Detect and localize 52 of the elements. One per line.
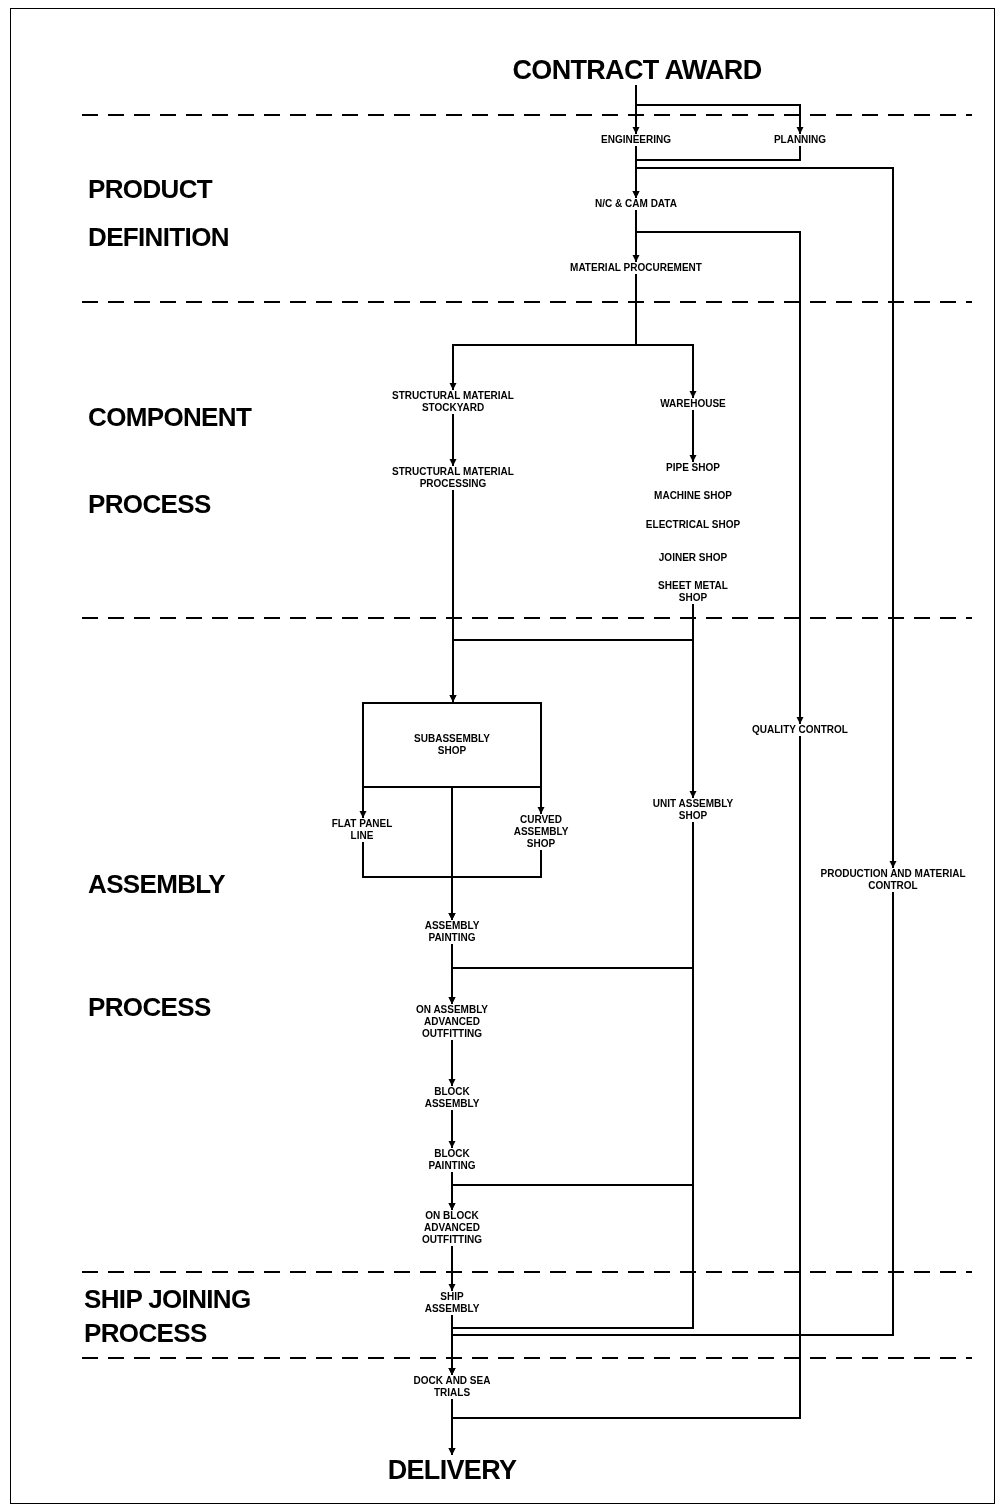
process-label: ON BLOCK ADVANCED OUTFITTING — [404, 1210, 500, 1246]
process-label: SHEET METAL SHOP — [648, 580, 738, 604]
process-label: SHIP ASSEMBLY — [414, 1291, 490, 1315]
flow-arrow — [448, 849, 542, 921]
process-label: ELECTRICAL SHOP — [628, 519, 758, 531]
process-label: STRUCTURAL MATERIAL STOCKYARD — [378, 390, 528, 414]
process-label: DOCK AND SEA TRIALS — [412, 1375, 492, 1399]
flow-arrow — [689, 603, 697, 799]
phase-label: PRODUCT DEFINITION — [88, 173, 230, 254]
process-label: JOINER SHOP — [643, 552, 743, 564]
process-box — [362, 702, 542, 788]
phase-label: PROCESS — [88, 488, 212, 521]
phase-label: COMPONENT — [88, 401, 253, 434]
flow-arrow — [448, 1039, 456, 1087]
process-label: CURVED ASSEMBLY SHOP — [505, 814, 577, 850]
process-label: WAREHOUSE — [643, 398, 743, 410]
process-label: BLOCK ASSEMBLY — [414, 1086, 490, 1110]
flow-arrow — [359, 787, 367, 819]
flow-arrow — [448, 1171, 456, 1211]
flow-arrow — [635, 209, 804, 725]
flow-arrow — [448, 1314, 456, 1376]
flow-arrow — [449, 413, 457, 467]
process-label: BLOCK PAINTING — [414, 1148, 490, 1172]
process-label: N/C & CAM DATA — [571, 198, 701, 210]
process-label: PLANNING — [755, 134, 845, 146]
milestone-label: DELIVERY — [362, 1455, 542, 1485]
process-label: ON ASSEMBLY ADVANCED OUTFITTING — [404, 1004, 500, 1040]
process-label: ASSEMBLY PAINTING — [412, 920, 492, 944]
process-label: MACHINE SHOP — [638, 490, 748, 502]
phase-label: PROCESS — [88, 991, 212, 1024]
process-label: UNIT ASSEMBLY SHOP — [643, 798, 743, 822]
phase-label: ASSEMBLY — [88, 868, 226, 901]
process-label: SUBASSEMBLY SHOP — [413, 733, 491, 757]
flow-arrow — [537, 787, 545, 815]
flow-arrow — [448, 1109, 456, 1149]
flow-arrow — [448, 1398, 456, 1456]
process-label: QUALITY CONTROL — [730, 724, 870, 736]
flow-arrow — [448, 943, 456, 1005]
flow-arrow — [635, 273, 697, 399]
flow-arrow — [632, 145, 801, 199]
flow-arrow — [635, 84, 804, 135]
flow-arrow — [448, 1245, 456, 1292]
process-label: FLAT PANEL LINE — [319, 818, 405, 842]
process-label: MATERIAL PROCUREMENT — [546, 262, 726, 274]
flow-arrow — [689, 409, 697, 463]
process-label: ENGINEERING — [586, 134, 686, 146]
milestone-label: CONTRACT AWARD — [487, 55, 787, 85]
process-label: PIPE SHOP — [643, 462, 743, 474]
flow-arrow — [635, 145, 897, 869]
phase-label: SHIP JOINING PROCESS — [84, 1283, 252, 1350]
process-label: STRUCTURAL MATERIAL PROCESSING — [378, 466, 528, 490]
process-label: PRODUCTION AND MATERIAL CONTROL — [818, 868, 968, 892]
